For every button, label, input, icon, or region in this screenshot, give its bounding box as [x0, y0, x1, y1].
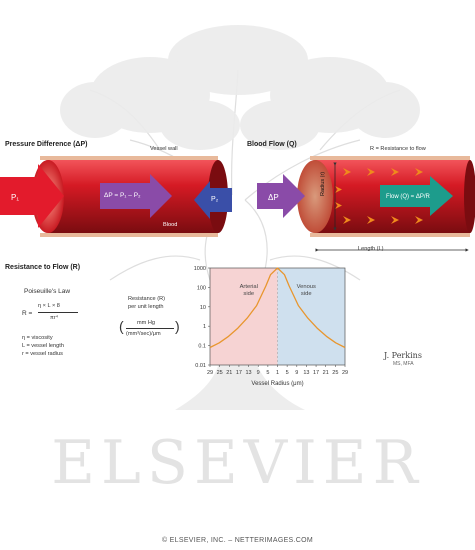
unit-top: mm Hg: [137, 320, 156, 326]
resistance-definition-label: R = Resistance to flow: [370, 146, 426, 152]
x-axis-label: Vessel Radius (μm): [251, 381, 303, 387]
x-tick-label: 21: [226, 370, 232, 376]
x-tick-label: 29: [207, 370, 213, 376]
p2-label: P₂: [211, 196, 219, 203]
chart-ylabel-line2: per unit length: [128, 304, 164, 310]
x-tick-label: 17: [313, 370, 319, 376]
background-tree-illustration: [60, 25, 420, 411]
delta-p-equation-label: ΔP = P₁ – P₂: [104, 192, 141, 199]
unit-paren-left: (: [119, 318, 124, 334]
x-tick-label: 21: [323, 370, 329, 376]
unit-fraction-bar: [126, 328, 174, 329]
p1-label: P₁: [11, 193, 20, 202]
p2-arrow: [194, 181, 232, 219]
flow-delta-p-label: ΔP: [268, 193, 279, 202]
flow-vessel-end: [464, 160, 475, 233]
flow-vessel-diagram: [257, 156, 475, 252]
arterial-label: Arterial: [240, 284, 258, 290]
p1-arrow: [0, 164, 64, 228]
unit-bottom: (mm³/sec)/μm: [126, 331, 161, 337]
legend-length: L = vessel length: [22, 343, 64, 349]
pressure-vessel-diagram: [0, 156, 232, 237]
x-tick-label: 25: [332, 370, 338, 376]
flow-equation-label: Flow (Q) = ΔP/R: [386, 194, 430, 200]
length-label: Length (L): [358, 246, 384, 252]
pressure-difference-title: Pressure Difference (ΔP): [5, 141, 88, 148]
resistance-curve: [209, 267, 346, 349]
blood-flow-title: Blood Flow (Q): [247, 141, 297, 148]
x-tick-label: 5: [286, 370, 289, 376]
y-tick-label: 0.01: [195, 363, 206, 369]
x-tick-label: 5: [266, 370, 269, 376]
vessel-wall-top: [40, 156, 218, 160]
legend-radius: r = vessel radius: [22, 351, 63, 357]
flow-delta-p-arrow: [257, 174, 305, 218]
arterial-label: side: [243, 291, 254, 297]
y-tick-label: 0.1: [198, 344, 206, 350]
resistance-title: Resistance to Flow (R): [5, 264, 81, 271]
elsevier-watermark: ELSEVIER: [51, 428, 424, 498]
x-tick-label: 25: [217, 370, 223, 376]
x-tick-label: 13: [303, 370, 309, 376]
formula-lhs: R =: [22, 310, 33, 317]
flow-arrow: [380, 176, 453, 216]
formula-numerator: η × L × 8: [38, 303, 60, 309]
y-tick-label: 1: [203, 324, 206, 330]
flow-vessel-wall-bottom: [310, 233, 470, 237]
unit-paren-right: ): [175, 318, 180, 334]
flow-vessel-wall-top: [310, 156, 470, 160]
x-tick-label: 1: [276, 370, 279, 376]
poiseuille-law-title: Poiseuille's Law: [24, 288, 71, 295]
credit-name: J. Perkins: [384, 351, 422, 360]
formula-fraction-bar: [38, 312, 78, 313]
flow-vessel-opening: [297, 160, 333, 233]
formula-denominator: πr⁴: [50, 315, 59, 321]
blood-label: Blood: [163, 222, 178, 228]
vessel-wall-label: Vessel wall: [150, 146, 178, 152]
y-tick-label: 1000: [194, 266, 206, 272]
legend-viscosity: η = viscosity: [22, 335, 53, 341]
x-tick-label: 9: [257, 370, 260, 376]
venous-label: side: [301, 291, 312, 297]
vessel-wall-bottom: [40, 233, 218, 237]
y-tick-label: 100: [197, 285, 206, 291]
venous-label: Venous: [297, 284, 316, 290]
radius-label: Radius (r): [320, 171, 326, 196]
credit-credentials: MS, MFA: [393, 361, 414, 367]
resistance-chevrons: [335, 168, 423, 224]
x-tick-label: 17: [236, 370, 242, 376]
delta-p-arrow: [100, 174, 172, 218]
copyright-footer: © ELSEVIER, INC. – NETTERIMAGES.COM: [161, 537, 314, 544]
x-tick-label: 9: [295, 370, 298, 376]
x-tick-label: 29: [342, 370, 348, 376]
x-tick-label: 13: [246, 370, 252, 376]
y-tick-label: 10: [200, 305, 206, 311]
chart-ylabel-line1: Resistance (R): [128, 296, 165, 302]
